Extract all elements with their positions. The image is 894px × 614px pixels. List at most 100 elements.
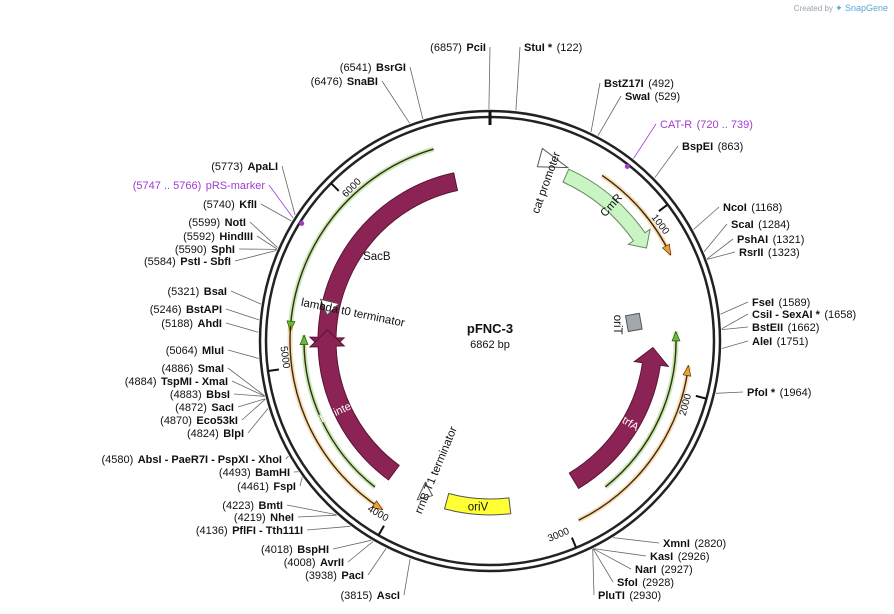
site-position: (720 .. 739) — [697, 119, 753, 131]
enzyme-name: FspI — [273, 481, 296, 493]
site-position: (5590) — [175, 244, 207, 256]
methylation-star: * — [545, 42, 553, 54]
plasmid-name: pFNC-3 — [467, 321, 513, 336]
svg-text:CsiI - SexAI * (1658): CsiI - SexAI * (1658) — [752, 305, 856, 322]
svg-text:FseI (1589): FseI (1589) — [752, 293, 810, 310]
site-label-pcii: (6857) PciI — [430, 38, 486, 55]
site-position: (2928) — [642, 577, 674, 589]
svg-text:BstEII (1662): BstEII (1662) — [752, 318, 819, 335]
svg-text:(5592) HindIII: (5592) HindIII — [183, 227, 253, 244]
feature-bxb1-integrase — [308, 329, 400, 481]
site-label-ahdi: (5188) AhdI — [161, 314, 222, 331]
svg-text:BspEI (863): BspEI (863) — [682, 137, 743, 154]
site-label-sfoi: SfoI (2928) — [617, 577, 674, 589]
site-position: (5584) — [144, 256, 176, 268]
feature-lambda-t0-terminator — [319, 298, 341, 316]
scale-tick-2000 — [695, 394, 707, 400]
site-position: (5246) — [150, 304, 182, 316]
svg-text:(3938) PacI: (3938) PacI — [305, 566, 364, 583]
annotation-arrow-head-1 — [661, 243, 671, 256]
site-leader-lines — [225, 46, 749, 596]
enzyme-name: BstAPI — [186, 304, 222, 316]
annotation-arrow-1 — [601, 174, 672, 256]
enzyme-name: PciI — [466, 42, 486, 54]
site-label-swai: SwaI (529) — [625, 91, 681, 103]
site-label-saci: (4872) SacI — [175, 402, 234, 414]
annotation-arrow-0 — [289, 148, 434, 332]
site-position: (5321) — [168, 286, 200, 298]
leader-prs-marker — [268, 184, 294, 219]
leader-apali — [281, 165, 296, 216]
site-position: (5592) — [183, 231, 215, 243]
svg-text:(5740) KflI: (5740) KflI — [203, 195, 257, 212]
site-position: (6476) — [311, 76, 343, 88]
svg-text:(5188) AhdI: (5188) AhdI — [161, 314, 222, 331]
site-label-xmni: XmnI (2820) — [663, 538, 726, 550]
svg-text:(5773) ApaLI: (5773) ApaLI — [211, 157, 278, 174]
svg-text:NcoI (1168): NcoI (1168) — [723, 198, 782, 215]
watermark-prefix: Created by — [793, 4, 833, 13]
enzyme-name: SmaI — [198, 363, 224, 375]
annotation-arrows — [286, 146, 692, 523]
site-label-noti: (5599) NotI — [188, 217, 246, 229]
site-label-alei: AleI (1751) — [752, 336, 808, 348]
svg-text:ScaI (1284): ScaI (1284) — [731, 215, 790, 232]
enzyme-name: AscI — [377, 590, 400, 602]
svg-text:KasI (2926): KasI (2926) — [650, 547, 710, 564]
site-position: (4870) — [160, 415, 192, 427]
scale-tick-3000 — [570, 537, 578, 549]
site-position: (529) — [655, 91, 681, 103]
leader-bsphi — [332, 539, 372, 550]
site-label-avrii: (4008) AvrII — [284, 557, 344, 569]
svg-text:(5590) SphI: (5590) SphI — [175, 240, 235, 257]
enzyme-name: NcoI — [723, 202, 747, 214]
svg-text:(5747 .. 5766) pRS-marker: (5747 .. 5766) pRS-marker — [133, 176, 266, 193]
site-position: (5064) — [166, 345, 198, 357]
enzyme-name: BsaI — [204, 286, 227, 298]
primer-site-mark — [299, 220, 305, 226]
site-position: (4018) — [261, 544, 293, 556]
enzyme-name: SnaBI — [347, 76, 378, 88]
leader-fsei — [720, 301, 749, 315]
enzyme-name: NarI — [635, 564, 656, 576]
leader-xmni — [613, 537, 660, 544]
scale-tick-label: 4000 — [365, 504, 390, 525]
site-label-csii-sexai: CsiI - SexAI * (1658) — [752, 305, 856, 322]
leader-mlui — [227, 349, 259, 359]
site-label-eco53ki: (4870) Eco53kI — [160, 415, 238, 427]
plasmid-size: 6862 bp — [470, 339, 510, 351]
svg-text:(4824) BlpI: (4824) BlpI — [187, 424, 244, 441]
site-position: (1589) — [778, 297, 810, 309]
svg-text:(6476) SnaBI: (6476) SnaBI — [311, 72, 378, 89]
site-label-hindiii: (5592) HindIII — [183, 227, 253, 244]
site-label-rsrii: RsrII (1323) — [739, 247, 800, 259]
site-label-pluti: PluTI (2930) — [598, 590, 661, 602]
scale-tick-label: 3000 — [546, 526, 571, 545]
site-position: (122) — [557, 42, 583, 54]
leader-pflfi-tth111i — [306, 525, 351, 531]
svg-text:(6857) PciI: (6857) PciI — [430, 38, 486, 55]
site-position: (4886) — [161, 363, 193, 375]
site-position: (492) — [648, 78, 674, 90]
snapgene-logo-icon: ✦ — [835, 3, 843, 13]
leader-pfoi — [715, 391, 744, 394]
enzyme-name: ScaI — [731, 219, 754, 231]
annotation-arrow-head-5 — [299, 334, 309, 346]
enzyme-name: HindIII — [219, 231, 253, 243]
scale-tick-label: 5000 — [278, 346, 292, 370]
site-label-nhei: (4219) NheI — [234, 512, 294, 524]
leader-asci — [403, 558, 411, 596]
enzyme-name: KasI — [650, 551, 673, 563]
site-position: (1662) — [788, 322, 820, 334]
svg-text:(4018) BspHI: (4018) BspHI — [261, 540, 329, 557]
enzyme-name: CAT-R — [660, 119, 692, 131]
leader-bsteii — [721, 326, 749, 330]
feature-trfa — [568, 346, 670, 490]
site-position: (4219) — [234, 512, 266, 524]
svg-text:(6541) BsrGI: (6541) BsrGI — [340, 58, 406, 75]
svg-text:(4461) FspI: (4461) FspI — [237, 477, 296, 494]
feature-oriv-label: oriV — [468, 502, 489, 514]
annotation-arrow-head-3 — [682, 364, 692, 377]
site-label-bbsi: (4883) BbsI — [170, 389, 230, 401]
site-label-stui: StuI * (122) — [524, 42, 583, 54]
